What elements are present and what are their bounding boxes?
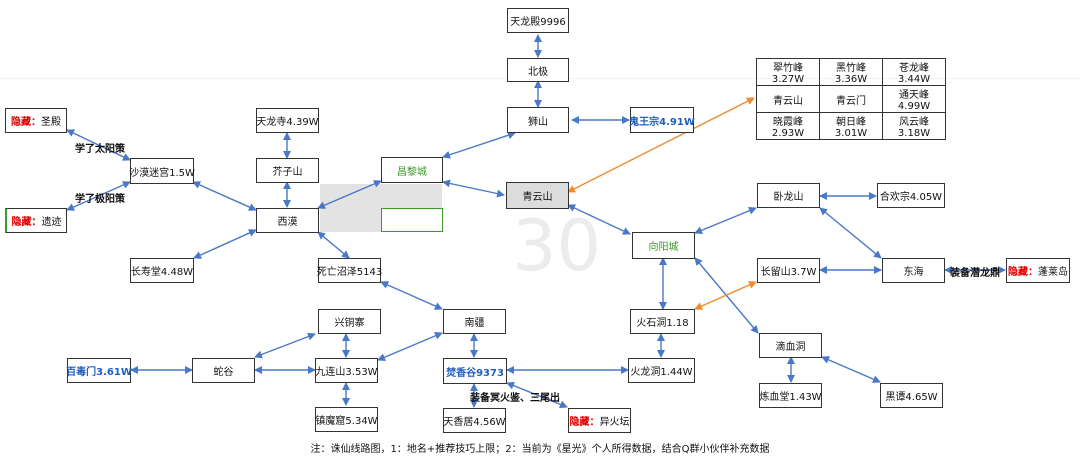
grid-row: 翠竹峰3.27W 黑竹峰3.36W 苍龙峰3.44W — [756, 58, 946, 86]
node-huolongdong[interactable]: 火龙洞1.44W — [628, 358, 695, 383]
node-tianxiangju[interactable]: 天香居4.56W — [443, 408, 506, 433]
edge-ximan-changshoutang — [193, 229, 257, 259]
edge-shamo-ximan — [192, 181, 257, 211]
grid-cell[interactable]: 风云峰3.18W — [882, 112, 946, 140]
edge-ximan-siwangzhaoze — [317, 231, 350, 259]
qingyun-peaks-grid: 翠竹峰3.27W 黑竹峰3.36W 苍龙峰3.44W 青云山 青云门 通天峰4.… — [756, 58, 946, 140]
grid-cell[interactable]: 朝日峰3.01W — [819, 112, 883, 140]
grid-cell[interactable]: 黑竹峰3.36W — [819, 58, 883, 86]
grid-cell[interactable]: 青云门 — [819, 85, 883, 113]
grid-cell[interactable]: 晓霞峰2.93W — [756, 112, 820, 140]
yiji-label: 遗迹 — [41, 217, 62, 228]
edge-xingtongzhai-shegu — [254, 332, 316, 359]
grid-cell[interactable]: 苍龙峰3.44W — [882, 58, 946, 86]
hidden-tag: 隐藏： — [11, 217, 42, 228]
shengdian-label: 圣殿 — [41, 117, 61, 128]
node-fenxianggu[interactable]: 焚香谷9373 — [443, 358, 507, 384]
node-changliushan[interactable]: 长留山3.7W — [757, 258, 820, 283]
node-yihuotan[interactable]: 隐藏：异火坛 — [568, 408, 631, 433]
node-hehuanzong[interactable]: 合欢宗4.05W — [877, 183, 945, 208]
edge-huoshidong-changliushan — [694, 281, 757, 310]
node-ximan[interactable]: 西漠 — [256, 208, 319, 233]
node-baidumen[interactable]: 百毒门3.61W — [66, 358, 132, 383]
node-yiji[interactable]: 隐藏：遗迹 — [5, 208, 67, 233]
edge-changlicheng-ximan — [317, 180, 382, 209]
node-qingyunshan[interactable]: 青云山 — [506, 182, 569, 209]
footnote: 注：诛仙线路图，1：地名+推荐技巧上限；2：当前为《星光》个人所得数据，结合Q群… — [310, 444, 770, 455]
node-xingtongzhai[interactable]: 兴铜寨 — [318, 309, 381, 334]
node-tianlongsi[interactable]: 天龙寺4.39W — [256, 108, 319, 133]
edge-label-jiyang: 学了极阳策 — [75, 194, 125, 205]
hidden-tag: 隐藏： — [569, 417, 600, 428]
node-heitan[interactable]: 黑谭4.65W — [880, 383, 943, 408]
hidden-tag: 隐藏： — [1008, 267, 1038, 278]
node-lianxuetang[interactable]: 炼血堂1.43W — [759, 383, 822, 408]
edge-shengdian-shamo — [66, 129, 131, 161]
node-wolongshan[interactable]: 卧龙山 — [757, 183, 820, 208]
edge-label-qianlongding: 装备潜龙鼎 — [950, 268, 1000, 279]
node-shishan[interactable]: 狮山 — [507, 107, 569, 133]
node-donghai[interactable]: 东海 — [882, 258, 945, 283]
yihuotan-label: 异火坛 — [599, 417, 630, 428]
edge-qingyunshan-grid — [567, 97, 755, 193]
grid-row: 晓霞峰2.93W 朝日峰3.01W 风云峰3.18W — [756, 112, 946, 140]
grid-row: 青云山 青云门 通天峰4.99W — [756, 85, 946, 113]
edge-jiulianshan-nanjiang — [377, 332, 443, 361]
edge-changlicheng-qingyunshan — [442, 179, 505, 198]
edge-siwangzhaoze-nanjiang — [380, 281, 443, 310]
hidden-tag: 隐藏： — [11, 117, 41, 128]
node-tianlongdian[interactable]: 天龙殿9996 — [507, 8, 569, 33]
edge-shishan-changlicheng — [442, 131, 516, 159]
node-guiwangzong[interactable]: 鬼王宗4.91W — [629, 107, 695, 133]
edge-fenxianggu-yihuotan — [506, 381, 568, 409]
grid-cell[interactable]: 通天峰4.99W — [882, 85, 946, 113]
edge-qingyunshan-xiangyangcheng — [567, 204, 631, 235]
node-shegu[interactable]: 蛇谷 — [192, 358, 255, 383]
node-huoshidong[interactable]: 火石洞1.18 — [630, 309, 695, 334]
node-empty-green — [381, 208, 443, 232]
node-jiulianshan[interactable]: 九连山3.53W — [315, 358, 378, 383]
node-siwangzhaoze[interactable]: 死亡沼泽5143 — [317, 258, 382, 283]
grid-cell[interactable]: 翠竹峰3.27W — [756, 58, 820, 86]
node-shamomigong[interactable]: 沙漠迷宫1.5W — [129, 158, 195, 184]
penglaidao-label: 蓬莱岛 — [1038, 267, 1068, 278]
grid-cell[interactable]: 青云山 — [756, 85, 820, 113]
edge-yiji-shamo — [66, 181, 131, 211]
edge-wolongshan-donghai — [819, 207, 882, 259]
edge-xiangyangcheng-wolongshan — [694, 206, 757, 235]
node-shengdian[interactable]: 隐藏：圣殿 — [5, 108, 67, 133]
node-changlicheng[interactable]: 昌黎城 — [381, 157, 443, 183]
node-beiji[interactable]: 北极 — [507, 58, 569, 82]
node-dixuedong[interactable]: 滴血洞 — [759, 333, 822, 358]
edge-dixuedong-heitan — [821, 356, 881, 383]
node-zhenmoku[interactable]: 镇魔窟5.34W — [315, 407, 378, 432]
node-xiangyangcheng[interactable]: 向阳城 — [632, 232, 695, 259]
edge-label-yihuojian: 装备冥火鉴、三尾出 — [470, 393, 560, 404]
node-changshoutang[interactable]: 长寿堂4.48W — [130, 258, 194, 283]
node-nanjiang[interactable]: 南疆 — [443, 309, 506, 334]
edge-label-taiyang: 学了太阳策 — [75, 144, 125, 155]
node-penglaidao[interactable]: 隐藏：蓬莱岛 — [1006, 258, 1070, 283]
node-jiezishan[interactable]: 芥子山 — [256, 158, 319, 183]
